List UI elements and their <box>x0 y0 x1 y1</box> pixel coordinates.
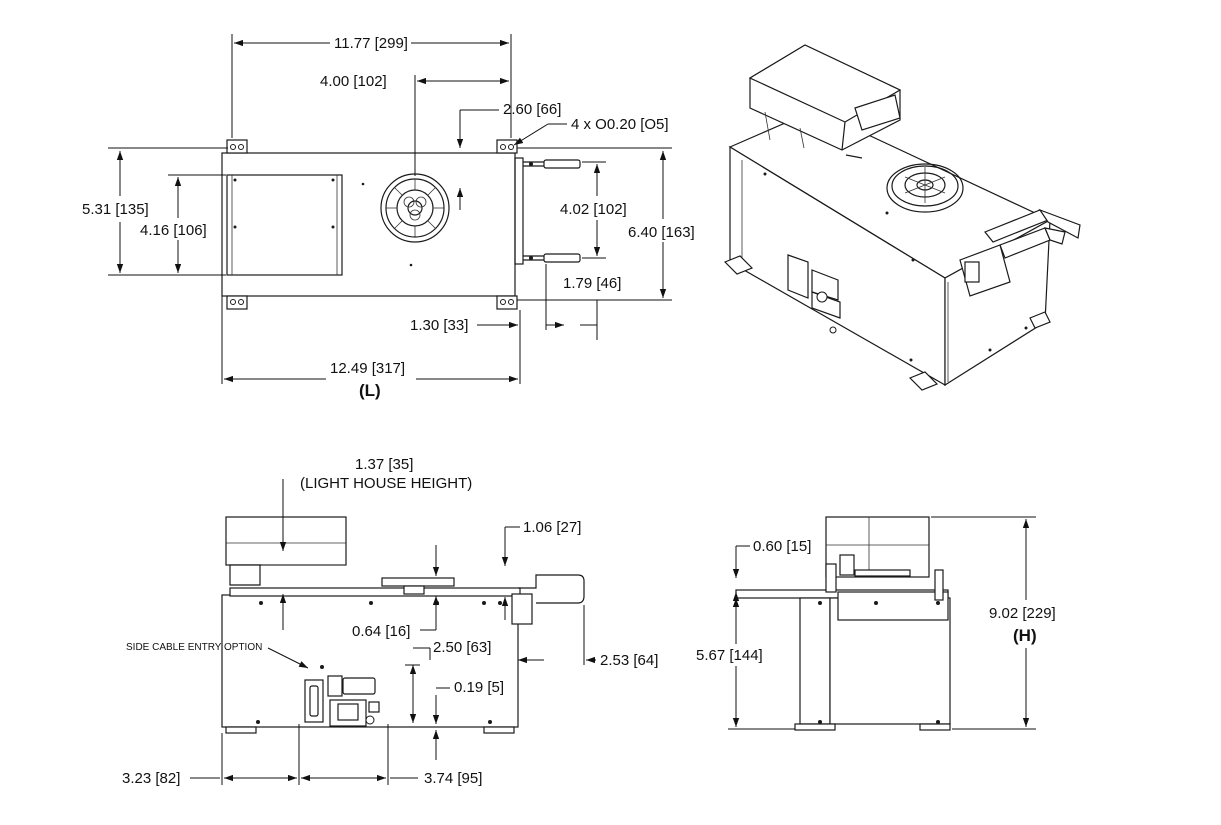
dim-panel-height: 4.16 [106] <box>140 222 207 239</box>
dim-top-offset: 0.60 [15] <box>753 538 811 555</box>
side-cable-entry-label: SIDE CABLE ENTRY OPTION <box>126 642 262 653</box>
mount-hole <box>508 299 514 305</box>
dim-width-overall: 11.77 [299] <box>334 35 408 52</box>
lamp-house-panel <box>226 174 343 276</box>
dim-fan-vertical: 2.60 [66] <box>503 101 561 118</box>
dim-left-offset: 3.23 [82] <box>122 770 180 787</box>
mount-hole <box>508 144 514 150</box>
dim-height-overall-end: 9.02 [229] <box>989 605 1056 622</box>
dim-connector-width: 3.74 [95] <box>424 770 482 787</box>
isometric-view <box>723 44 1081 391</box>
dim-body-height: 5.67 [144] <box>696 647 763 664</box>
dim-connector-height: 2.50 [63] <box>433 639 491 656</box>
dim-height-inner: 5.31 [135] <box>82 201 149 218</box>
dim-length: 12.49 [317] <box>330 360 405 377</box>
mount-hole <box>500 144 506 150</box>
dim-handle-offset: 1.06 [27] <box>523 519 581 536</box>
dim-disc-height: 0.64 [16] <box>352 623 410 640</box>
dim-fan-offset: 4.00 [102] <box>320 73 387 90</box>
mount-hole <box>230 299 236 305</box>
iso-fan-icon <box>886 163 964 213</box>
light-house-label: (LIGHT HOUSE HEIGHT) <box>300 475 472 492</box>
height-tag: (H) <box>1013 626 1037 645</box>
mount-hole <box>238 144 244 150</box>
dim-handle-depth: 1.79 [46] <box>563 275 621 292</box>
dim-base-clearance: 0.19 [5] <box>454 679 504 696</box>
dim-handle-span: 4.02 [102] <box>560 201 627 218</box>
power-connector-icon <box>304 675 380 727</box>
dim-height-overall: 6.40 [163] <box>628 224 695 241</box>
dim-holes: 4 x O0.20 [O5] <box>571 116 669 133</box>
mount-hole <box>230 144 236 150</box>
length-tag: (L) <box>359 381 381 400</box>
dim-light-house-height: 1.37 [35] <box>355 456 413 473</box>
dim-handle-reach: 2.53 [64] <box>600 652 658 669</box>
side-view: 1.37 [35] (LIGHT HOUSE HEIGHT) 1.06 [27]… <box>122 456 658 787</box>
fan-icon <box>380 173 450 243</box>
iso-handle-icon <box>959 208 1081 297</box>
top-view: 11.77 [299] 4.00 [102] 2.60 [66] 4 x O0.… <box>82 34 695 400</box>
mount-hole <box>500 299 506 305</box>
end-view: 0.60 [15] 5.67 [144] 9.02 [229] (H) <box>696 516 1056 731</box>
dim-flange: 1.30 [33] <box>410 317 468 334</box>
mount-hole <box>238 299 244 305</box>
